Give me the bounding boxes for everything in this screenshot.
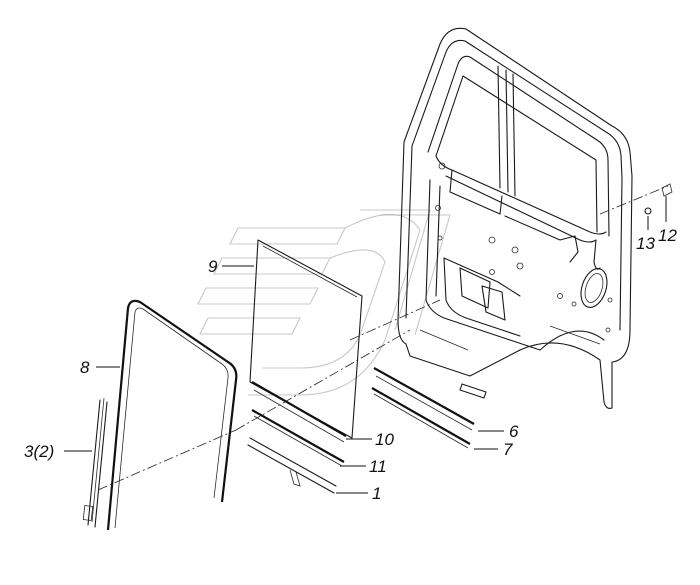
guide-rail-3: [82, 397, 108, 528]
callout-9: 9: [208, 257, 218, 276]
assembly-axes: [97, 185, 669, 491]
seal-strip-7: [371, 387, 471, 445]
screw-12: [661, 183, 673, 197]
callout-1: 1: [372, 484, 382, 503]
seal-strip-10: [251, 381, 347, 437]
leader-lines: [64, 196, 667, 494]
door-frame: [397, 27, 633, 409]
callout-7: 7: [503, 440, 513, 459]
callout-3: 3(2): [24, 442, 55, 461]
seal-strip-6: [373, 367, 475, 425]
window-channel-seal-8: [106, 299, 238, 531]
glass-9: [249, 239, 363, 439]
callout-8: 8: [80, 358, 90, 377]
lift-channel-1: [247, 437, 337, 494]
seal-strip-11: [251, 409, 345, 463]
callout-10: 10: [375, 430, 394, 449]
washer-13: [644, 207, 652, 215]
callout-6: 6: [509, 422, 519, 441]
watermark-logo: [197, 209, 451, 396]
callout-11: 11: [369, 457, 387, 476]
callout-12: 12: [658, 226, 677, 245]
callout-13: 13: [636, 234, 655, 253]
